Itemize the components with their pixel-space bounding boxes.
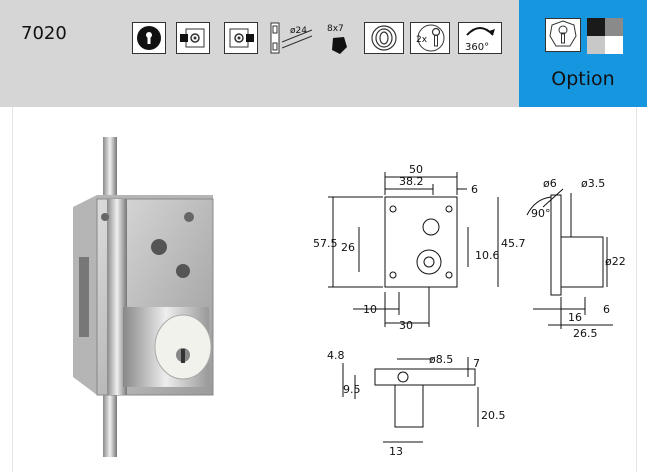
cylinder-ring-icon (364, 22, 404, 54)
two-keys-icon: 2x (410, 22, 450, 54)
deadbolt-left-icon (176, 22, 210, 54)
dim-depth-total: 26.5 (573, 327, 598, 340)
dim-center-height: 45.7 (501, 237, 526, 250)
deadbolt-right-icon (224, 22, 258, 54)
rod-diameter-text: ø24 (290, 26, 307, 36)
dim-width-top: 13 (389, 445, 403, 458)
dim-offset-top: 7 (473, 357, 480, 370)
dim-bottom-left: 10 (363, 303, 377, 316)
dim-bolt-hole: ø8.5 (429, 353, 453, 366)
dim-offset-left: 9.5 (343, 383, 361, 396)
dim-height-total: 57.5 (313, 237, 338, 250)
finish-swatch-icon (587, 18, 623, 54)
option-panel[interactable]: Option (519, 0, 647, 107)
rotation-360-icon: 360° (458, 22, 502, 54)
dim-depth-b: 6 (603, 303, 610, 316)
dim-spindle-offset: 10.6 (475, 249, 500, 262)
dim-bottom-width: 30 (399, 319, 413, 332)
product-code: 7020 (21, 23, 67, 44)
dim-edge: 6 (471, 183, 478, 196)
dim-thickness: 4.8 (327, 349, 345, 362)
key-shield-icon (545, 18, 581, 52)
product-content: 50 38.2 6 57.5 26 10.6 45.7 10 30 ø6 ø3.… (12, 107, 637, 472)
lock-product-photo (73, 137, 214, 457)
dim-height: 20.5 (481, 409, 506, 422)
dim-offset: 38.2 (399, 175, 424, 188)
square-spindle-icon: 8x7 (324, 22, 356, 54)
front-view-outline (384, 196, 458, 288)
cylinder-key-icon (132, 22, 166, 54)
spindle-size-text: 8x7 (327, 24, 344, 34)
rotation-text: 360° (465, 42, 489, 53)
technical-drawing: 50 38.2 6 57.5 26 10.6 45.7 10 30 ø6 ø3.… (313, 163, 626, 458)
product-header: 7020 (0, 0, 647, 107)
dim-cylinder-diameter: ø22 (605, 255, 626, 268)
dim-depth-a: 16 (568, 311, 582, 324)
two-keys-text: 2x (416, 35, 428, 45)
dim-height-inner: 26 (341, 241, 355, 254)
dim-hole: ø6 (543, 177, 557, 190)
option-label: Option (551, 68, 615, 90)
dim-screw: ø3.5 (581, 177, 605, 190)
dim-angle: 90° (531, 207, 551, 220)
dim-width: 50 (409, 163, 423, 176)
rod-diameter-icon: ø24 (270, 22, 314, 54)
